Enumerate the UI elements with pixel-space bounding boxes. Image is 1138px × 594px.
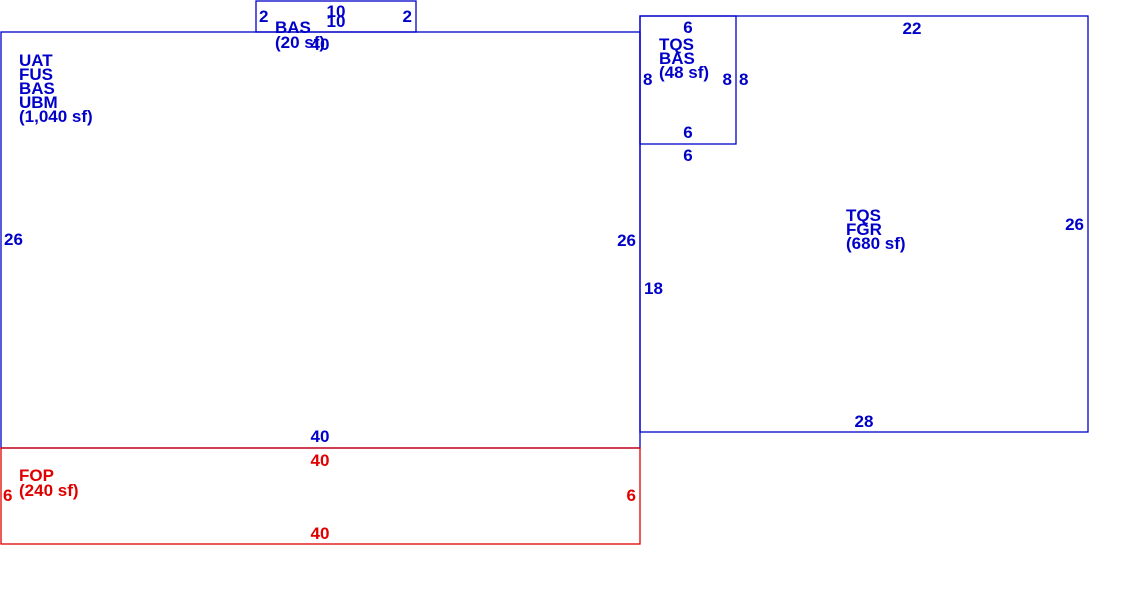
main-dim-right: 26 [617,231,636,250]
upper-room-code-1: TQS [659,35,694,54]
garage-dim-top-left: 6 [683,146,692,165]
garage-size: (680 sf) [846,234,906,253]
upper-room-dim-bottom: 6 [683,123,692,142]
main-area-outline [0,31,641,449]
upper-room-dim-right: 8 [723,70,732,89]
porch-code: FOP [19,466,54,485]
main-area-code-2: FUS [19,65,53,84]
main-area-code-3: BAS [19,79,55,98]
porch-dim-bottom: 40 [311,524,330,543]
small-bay-dim-bottom: 10 [327,12,346,31]
porch-outline [0,447,641,545]
small-bay-outline [255,0,417,33]
garage-code-2: FGR [846,220,882,239]
small-bay-dim-right: 2 [403,7,412,26]
porch-dim-left: 6 [3,486,12,505]
upper-room-code-2: BAS [659,49,695,68]
main-dim-bottom: 40 [311,427,330,446]
main-area-size: (1,040 sf) [19,107,93,126]
porch-dim-right: 6 [627,486,636,505]
main-area-code-1: UAT [19,51,53,70]
small-bay-dim-top: 10 [327,2,346,21]
porch-size: (240 sf) [19,481,79,500]
upper-room-dim-top: 6 [683,18,692,37]
garage-dim-right: 26 [1065,215,1084,234]
main-dim-top: 40 [311,35,330,54]
small-bay-size: (20 sf) [275,33,325,52]
garage-dim-left: 18 [644,279,663,298]
porch-dim-top: 40 [311,451,330,470]
garage-dim-right-upper: 8 [739,70,748,89]
upper-room-size: (48 sf) [659,63,709,82]
garage-dim-bottom: 28 [855,412,874,431]
upper-room-dim-left: 8 [643,70,652,89]
small-bay-code: BAS [275,18,311,37]
main-area-code-4: UBM [19,93,58,112]
small-bay-dim-left: 2 [259,7,268,26]
main-dim-left: 26 [4,230,23,249]
garage-outline [639,15,1089,433]
garage-code-1: TQS [846,206,881,225]
garage-dim-top: 22 [903,19,922,38]
